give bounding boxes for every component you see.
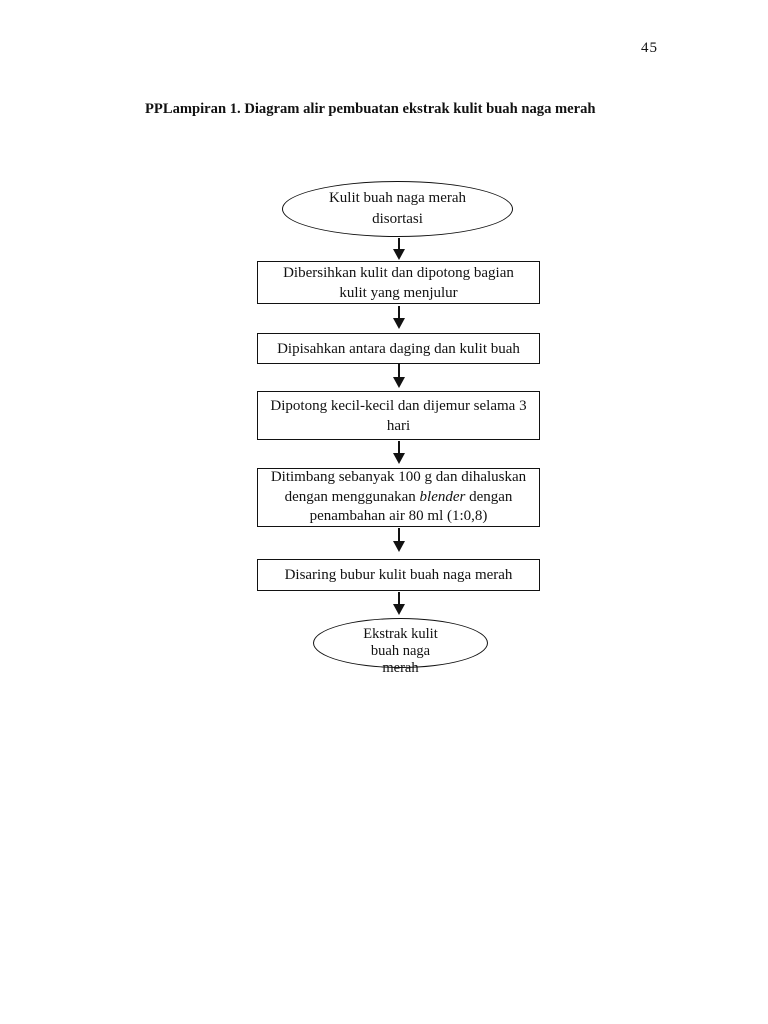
page-number: 45 <box>641 40 658 56</box>
flow-step-clean-label: Dibersihkan kulit dan dipotong bagian ku… <box>283 264 514 301</box>
page-title: PPLampiran 1. Diagram alir pembuatan eks… <box>145 101 596 117</box>
flow-step-weigh-blend: Ditimbang sebanyak 100 g dan dihaluskan … <box>257 468 540 527</box>
flow-arrow <box>391 238 406 260</box>
flow-arrow <box>391 364 406 388</box>
flow-step-weigh-blend-line2-post: dengan <box>465 488 513 505</box>
arrow-head-icon <box>392 453 405 464</box>
flow-step-filter: Disaring bubur kulit buah naga merah <box>257 559 540 591</box>
arrow-stem <box>397 528 400 541</box>
flow-step-separate: Dipisahkan antara daging dan kulit buah <box>257 333 540 364</box>
flow-arrow <box>391 441 406 464</box>
arrow-stem <box>397 238 400 249</box>
arrow-head-icon <box>392 604 405 615</box>
arrow-head-icon <box>392 318 405 329</box>
arrow-stem <box>397 441 400 453</box>
flow-step-weigh-blend-line2-pre: dengan menggunakan <box>284 488 420 505</box>
flow-node-end: Ekstrak kulit buah naga merah <box>313 618 488 676</box>
arrow-stem <box>397 306 400 318</box>
arrow-stem <box>397 592 400 604</box>
flow-step-weigh-blend-line2: dengan menggunakan blender dengan <box>285 488 513 508</box>
flow-step-clean: Dibersihkan kulit dan dipotong bagian ku… <box>257 261 540 304</box>
flow-step-cut-dry-label: Dipotong kecil-kecil dan dijemur selama … <box>270 397 527 434</box>
flow-node-end-label: Ekstrak kulit buah naga merah <box>363 626 438 676</box>
flow-node-start: Kulit buah naga merah disortasi <box>282 181 513 237</box>
flow-step-weigh-blend-line1: Ditimbang sebanyak 100 g dan dihaluskan <box>270 469 527 486</box>
flow-step-separate-label: Dipisahkan antara daging dan kulit buah <box>277 340 520 357</box>
flow-step-weigh-blend-line3: penambahan air 80 ml (1:0,8) <box>309 508 488 525</box>
arrow-stem <box>397 364 400 377</box>
arrow-head-icon <box>392 249 405 260</box>
arrow-head-icon <box>392 541 405 552</box>
flow-arrow <box>391 592 406 615</box>
flow-node-start-label: Kulit buah naga merah disortasi <box>328 190 467 227</box>
arrow-head-icon <box>392 377 405 388</box>
flow-step-cut-dry: Dipotong kecil-kecil dan dijemur selama … <box>257 391 540 440</box>
flow-step-weigh-blend-line2-italic: blender <box>419 488 466 505</box>
flow-step-filter-label: Disaring bubur kulit buah naga merah <box>284 567 513 583</box>
flow-arrow <box>391 306 406 329</box>
flow-arrow <box>391 528 406 552</box>
